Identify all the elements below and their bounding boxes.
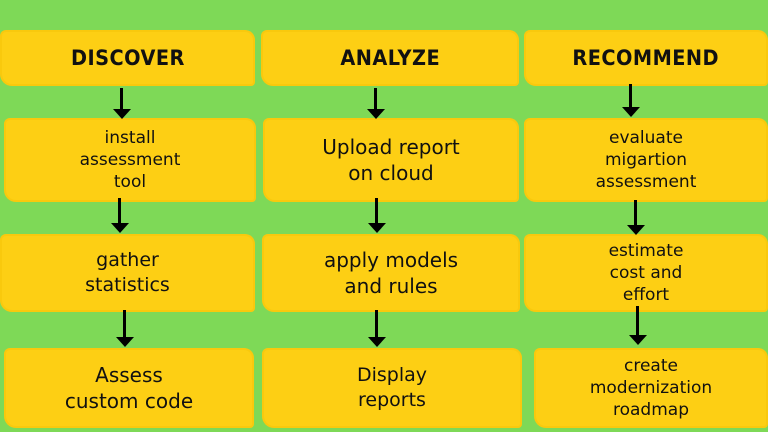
down-arrow-icon [622, 84, 640, 117]
down-arrow-icon [111, 198, 129, 233]
recommend-header: RECOMMEND [572, 46, 720, 70]
down-arrow-icon [627, 200, 645, 235]
discover-header: DISCOVER [70, 46, 185, 70]
recommend-step-2: estimate cost and effort [524, 234, 768, 312]
recommend-step-2-label: estimate cost and effort [608, 240, 684, 306]
discover-header-box: DISCOVER [0, 30, 255, 86]
discover-step-2: gather statistics [0, 234, 255, 312]
recommend-step-1: evaluate migartion assessment [524, 118, 768, 202]
analyze-step-2-label: apply models and rules [323, 248, 459, 298]
recommend-step-3: create modernization roadmap [534, 348, 768, 428]
discover-step-1: install assessment tool [4, 118, 256, 202]
down-arrow-icon [368, 198, 386, 233]
discover-step-3-label: Assess custom code [64, 363, 194, 413]
recommend-header-box: RECOMMEND [524, 30, 768, 86]
down-arrow-icon [116, 310, 134, 347]
down-arrow-icon [629, 306, 647, 345]
down-arrow-icon [113, 88, 131, 119]
down-arrow-icon [367, 88, 385, 119]
discover-step-1-label: install assessment tool [79, 127, 181, 193]
analyze-step-3: Display reports [262, 348, 522, 428]
analyze-step-3-label: Display reports [356, 364, 428, 411]
discover-step-2-label: gather statistics [85, 249, 170, 296]
down-arrow-icon [368, 310, 386, 347]
analyze-step-2: apply models and rules [262, 234, 520, 312]
analyze-header: ANALYZE [340, 46, 440, 70]
analyze-header-box: ANALYZE [261, 30, 519, 86]
analyze-step-1: Upload report on cloud [263, 118, 519, 202]
recommend-step-1-label: evaluate migartion assessment [595, 127, 697, 193]
analyze-step-1-label: Upload report on cloud [322, 135, 460, 185]
discover-step-3: Assess custom code [4, 348, 254, 428]
recommend-step-3-label: create modernization roadmap [589, 355, 713, 421]
